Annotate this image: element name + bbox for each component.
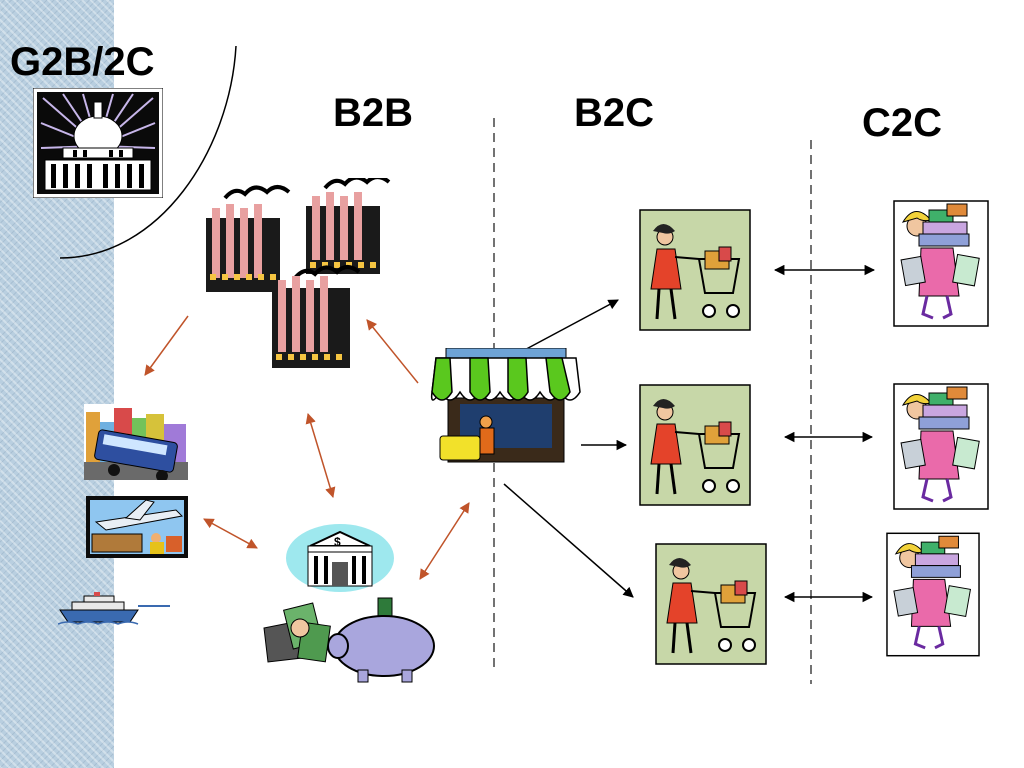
woman-carrying-packages-icon bbox=[886, 532, 980, 657]
svg-text:$: $ bbox=[334, 535, 341, 549]
factory-front bbox=[272, 265, 361, 368]
label-b2b: B2B bbox=[333, 91, 414, 135]
factory-back-left bbox=[206, 185, 291, 292]
arrow-factory-bank bbox=[305, 412, 336, 499]
bank-piggybank-icon: $ bbox=[263, 524, 435, 683]
shopper-with-cart-icon bbox=[655, 543, 767, 665]
arrow-store-to-shopper-3 bbox=[503, 483, 634, 598]
factory-back-right bbox=[306, 178, 391, 274]
bus-city-icon bbox=[84, 404, 188, 480]
label-g2b-2c: G2B/2C bbox=[10, 40, 155, 84]
storefront-icon bbox=[430, 348, 581, 463]
label-c2c: C2C bbox=[862, 101, 943, 145]
shopper-with-cart-icon bbox=[639, 384, 751, 506]
capitol-building-icon bbox=[33, 88, 163, 198]
label-b2c: B2C bbox=[574, 91, 655, 135]
woman-carrying-packages-icon bbox=[893, 200, 989, 327]
shopper-with-cart-icon bbox=[639, 209, 751, 331]
arrow-store-to-factory bbox=[366, 319, 419, 384]
woman-carrying-packages-icon bbox=[893, 383, 989, 510]
arrow-transport-bank bbox=[203, 518, 258, 549]
factory-icon bbox=[206, 178, 391, 368]
g2b-separator-curve bbox=[59, 45, 237, 259]
arrow-bank-store bbox=[419, 502, 470, 580]
arrow-factory-to-transport bbox=[144, 315, 189, 376]
airplane-cargo-icon bbox=[86, 496, 188, 558]
cruise-ship-icon bbox=[58, 592, 170, 625]
